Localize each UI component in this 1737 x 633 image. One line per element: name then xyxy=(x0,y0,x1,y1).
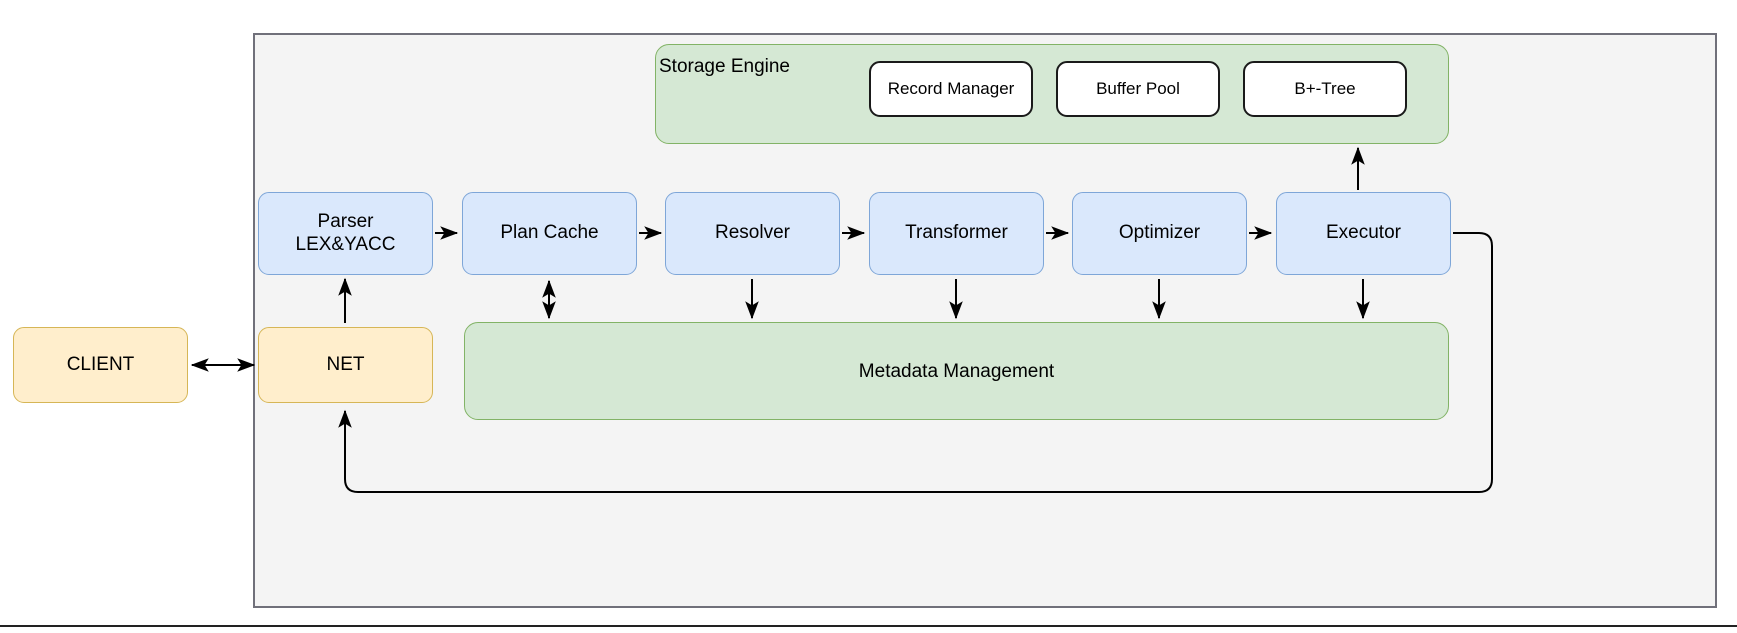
pipeline-label: Executor xyxy=(1326,222,1401,244)
pipeline-label-line2: LEX&YACC xyxy=(295,233,396,255)
net-box[interactable]: NET xyxy=(258,327,433,403)
storage-component-label: Buffer Pool xyxy=(1096,78,1180,98)
storage-component-record-manager[interactable]: Record Manager xyxy=(869,61,1033,117)
storage-component-label: Record Manager xyxy=(887,78,1015,98)
pipeline-label: Transformer xyxy=(905,222,1008,244)
storage-engine-title: Storage Engine xyxy=(659,56,790,77)
client-box[interactable]: CLIENT xyxy=(13,327,188,403)
pipeline-box-plan-cache[interactable]: Plan Cache xyxy=(462,192,637,275)
pipeline-box-executor[interactable]: Executor xyxy=(1276,192,1451,275)
client-label: CLIENT xyxy=(66,353,135,375)
storage-component-label: B+-Tree xyxy=(1294,78,1356,98)
metadata-management-label: Metadata Management xyxy=(858,361,1055,382)
pipeline-box-resolver[interactable]: Resolver xyxy=(665,192,840,275)
storage-component-buffer-pool[interactable]: Buffer Pool xyxy=(1056,61,1220,117)
pipeline-box-optimizer[interactable]: Optimizer xyxy=(1072,192,1247,275)
pipeline-label-group: Parser LEX&YACC xyxy=(296,211,396,256)
net-label: NET xyxy=(326,353,365,375)
page-bottom-rule xyxy=(0,625,1737,627)
pipeline-label-line1: Parser xyxy=(317,211,374,233)
pipeline-label: Optimizer xyxy=(1118,222,1201,244)
pipeline-label: Plan Cache xyxy=(500,222,599,244)
pipeline-label: Resolver xyxy=(715,222,790,244)
pipeline-box-transformer[interactable]: Transformer xyxy=(869,192,1044,275)
storage-component-b-plus-tree[interactable]: B+-Tree xyxy=(1243,61,1407,117)
pipeline-box-parser[interactable]: Parser LEX&YACC xyxy=(258,192,433,275)
